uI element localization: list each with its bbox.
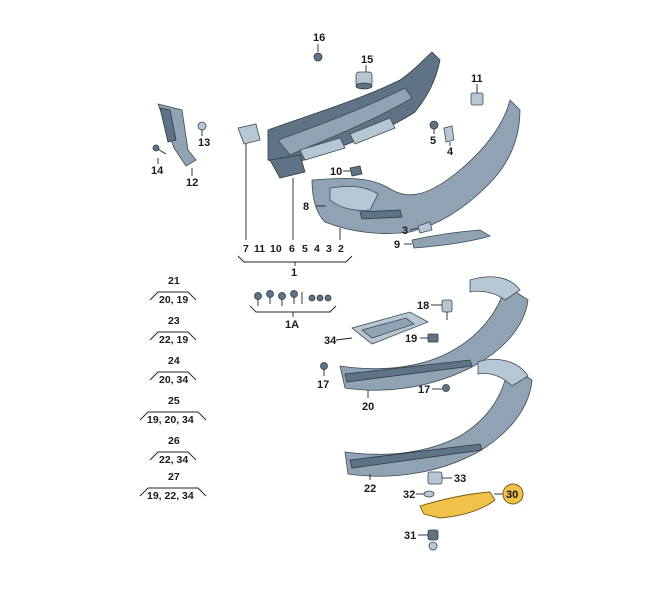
part-19[interactable] xyxy=(427,333,439,343)
guide-7[interactable] xyxy=(237,123,261,145)
callout-8: 8 xyxy=(303,201,309,213)
callout-10: 10 xyxy=(330,166,342,178)
bracket-12[interactable] xyxy=(157,103,197,167)
combo-24: 24 20, 34 xyxy=(149,355,197,386)
callout-3: 3 xyxy=(402,225,408,237)
svg-text:20, 19: 20, 19 xyxy=(159,294,188,306)
svg-text:2: 2 xyxy=(338,243,344,255)
callout-31: 31 xyxy=(404,530,416,542)
hardware-set-1A[interactable] xyxy=(254,290,332,307)
part-3[interactable] xyxy=(417,221,433,234)
bumper-lower-22[interactable] xyxy=(344,359,533,477)
part-4[interactable] xyxy=(443,125,455,143)
group1A-bracket xyxy=(249,305,337,317)
combo-25: 25 19, 20, 34 xyxy=(139,395,207,426)
svg-text:3: 3 xyxy=(326,243,332,255)
callout-17-right: 17 xyxy=(418,384,430,396)
group1-leaders xyxy=(245,144,341,240)
callout-19: 19 xyxy=(405,333,417,345)
group1-part-labels: 7 11 10 6 5 4 3 2 xyxy=(243,243,344,255)
bumper-lower-20[interactable] xyxy=(339,276,529,391)
callout-17-left: 17 xyxy=(317,379,329,391)
clip-18[interactable] xyxy=(441,299,453,320)
svg-text:5: 5 xyxy=(302,243,308,255)
bumper-cover[interactable] xyxy=(311,99,521,234)
combo-26: 26 22, 34 xyxy=(149,435,197,466)
combo-21: 21 20, 19 xyxy=(149,275,197,306)
diffuser-9[interactable] xyxy=(411,229,491,249)
combo-23: 23 22, 19 xyxy=(149,315,197,346)
callout-12: 12 xyxy=(186,177,198,189)
svg-text:23: 23 xyxy=(168,315,180,327)
callout-14: 14 xyxy=(151,165,164,177)
svg-text:11: 11 xyxy=(254,243,265,255)
part-30-highlighted[interactable] xyxy=(419,491,496,519)
svg-text:4: 4 xyxy=(314,243,320,255)
callout-5: 5 xyxy=(430,135,436,147)
callout-9: 9 xyxy=(394,239,400,251)
group1-bracket xyxy=(237,255,353,266)
svg-text:19, 22, 34: 19, 22, 34 xyxy=(147,490,194,502)
part-10[interactable] xyxy=(349,165,363,177)
svg-text:25: 25 xyxy=(168,395,180,407)
group1A-label: 1A xyxy=(285,319,299,331)
callout-18: 18 xyxy=(417,300,429,312)
svg-text:27: 27 xyxy=(168,471,180,483)
callout-34: 34 xyxy=(324,335,337,347)
group1-label: 1 xyxy=(291,267,297,279)
svg-text:20, 34: 20, 34 xyxy=(159,374,188,386)
part-32[interactable] xyxy=(423,490,435,498)
svg-text:22, 19: 22, 19 xyxy=(159,334,188,346)
callout-22: 22 xyxy=(364,483,376,495)
callout-33: 33 xyxy=(454,473,466,485)
svg-text:26: 26 xyxy=(168,435,180,447)
callout-11: 11 xyxy=(471,73,483,85)
impact-absorber[interactable] xyxy=(267,51,441,179)
callout-15: 15 xyxy=(361,54,373,66)
svg-text:19, 20, 34: 19, 20, 34 xyxy=(147,414,194,426)
svg-text:10: 10 xyxy=(270,243,282,255)
svg-text:24: 24 xyxy=(168,355,180,367)
callout-30-badge: 30 xyxy=(502,483,524,505)
clip-11[interactable] xyxy=(470,92,484,106)
combo-list: 21 20, 19 23 22, 19 24 20, 34 25 19, 20,… xyxy=(139,275,207,502)
callout-32: 32 xyxy=(403,489,415,501)
bolt-14[interactable] xyxy=(152,144,167,155)
combo-27: 27 19, 22, 34 xyxy=(139,471,207,502)
svg-text:6: 6 xyxy=(289,243,295,255)
callout-16: 16 xyxy=(313,32,325,44)
callout-30: 30 xyxy=(506,489,518,501)
callout-13: 13 xyxy=(198,137,210,149)
bolt-16[interactable] xyxy=(313,44,323,62)
bolt-13[interactable] xyxy=(197,121,207,131)
svg-text:22, 34: 22, 34 xyxy=(159,454,188,466)
panel-34[interactable] xyxy=(351,311,429,345)
part-5[interactable] xyxy=(429,120,439,130)
svg-text:7: 7 xyxy=(243,243,249,255)
part-33[interactable] xyxy=(427,471,443,485)
screw-17-right[interactable] xyxy=(442,384,450,392)
screw-31[interactable] xyxy=(427,529,439,551)
screw-17-left[interactable] xyxy=(320,362,328,377)
svg-text:21: 21 xyxy=(168,275,180,287)
sleeve-15[interactable] xyxy=(355,71,373,90)
callout-4: 4 xyxy=(447,146,454,158)
callout-20: 20 xyxy=(362,401,374,413)
